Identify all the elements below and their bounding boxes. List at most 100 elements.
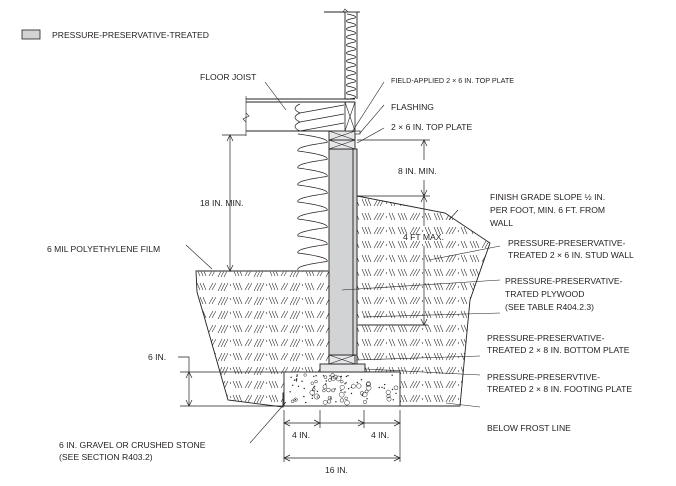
label-top-plate: 2 × 6 IN. TOP PLATE	[391, 122, 473, 132]
dim-4ft	[420, 195, 428, 326]
gravel-pebble	[386, 396, 392, 402]
label-stud-wall-2: TREATED 2 × 6 IN. STUD WALL	[508, 250, 634, 260]
gravel-pebble	[366, 381, 371, 386]
gravel-pebble	[303, 395, 305, 398]
field-applied-top-plate	[328, 130, 356, 141]
gravel-pebble	[386, 394, 391, 399]
gravel-pebble	[316, 395, 320, 399]
gravel-pebble	[325, 380, 327, 382]
gravel-pebble	[392, 399, 395, 401]
gravel-pebble	[365, 382, 371, 387]
gravel-pebble	[350, 386, 353, 389]
label-finish-grade-2: PER FOOT, MIN. 6 FT. FROM	[490, 205, 605, 215]
label-plywood-3: (SEE TABLE R404.2.3)	[505, 302, 594, 312]
gravel-pebble	[395, 392, 397, 395]
gravel-pebble	[322, 375, 325, 377]
gravel-pebble	[322, 388, 326, 393]
gravel-pebble	[297, 385, 300, 387]
gravel-pebble	[356, 381, 358, 384]
label-footing-plate-2: TREATED 2 × 8 IN. FOOTING PLATE	[487, 384, 632, 394]
gravel-pebble	[315, 375, 317, 377]
gravel-pebble	[322, 384, 328, 389]
label-floor-joist: FLOOR JOIST	[200, 72, 257, 82]
flashing	[354, 130, 361, 135]
gravel-pebble	[350, 392, 353, 395]
dim-4in-right-label: 4 IN.	[371, 430, 389, 440]
gravel-pebble	[345, 382, 347, 384]
gravel-pebble	[295, 378, 298, 380]
gravel-pebble	[314, 379, 318, 384]
gravel-pebble	[391, 374, 393, 376]
gravel-pebble	[366, 398, 368, 400]
label-finish-grade-3: WALL	[490, 218, 513, 228]
gravel-pebble	[356, 383, 362, 389]
gravel-pebble	[296, 375, 298, 377]
gravel-pebble	[339, 398, 344, 403]
plywood-sheathing	[352, 148, 358, 356]
gravel-pebble	[344, 383, 346, 385]
dim-16in-label: 16 IN.	[325, 465, 348, 475]
stud-wall	[328, 148, 356, 356]
gravel-pebble	[347, 375, 349, 377]
gravel-pebble	[313, 393, 320, 400]
dim-6in	[178, 356, 193, 407]
gravel-pebble	[344, 396, 348, 400]
gravel-pebble	[340, 376, 342, 378]
gravel-pebble	[344, 391, 346, 393]
gravel-pebble	[360, 379, 363, 381]
label-plywood-2: TRATED PLYWOOD	[505, 289, 584, 299]
gravel-pebble	[339, 384, 345, 390]
legend-swatch	[21, 29, 41, 40]
gravel-pebble	[331, 388, 335, 393]
gravel-pebble	[303, 387, 305, 390]
gravel-pebble	[313, 375, 315, 378]
gravel-pebble	[295, 380, 298, 382]
gravel-pebble	[290, 399, 295, 403]
legend-label: PRESSURE-PRESERVATIVE-TREATED	[52, 30, 209, 40]
gravel-pebble	[334, 388, 336, 390]
gravel-pebble	[338, 391, 345, 398]
label-gravel-2: (SEE SECTION R403.2)	[59, 452, 153, 462]
gravel-pebble	[378, 386, 380, 389]
gravel-pebble	[347, 387, 350, 390]
label-plywood-1: PRESSURE-PRESERVATIVE-	[505, 276, 623, 286]
gravel-pebble	[311, 397, 313, 399]
gravel-pebble	[384, 383, 386, 386]
gravel-pebble	[393, 385, 399, 391]
dim-6in-label: 6 IN.	[148, 352, 166, 362]
gravel-pebble	[365, 385, 372, 391]
dim-8in-label: 8 IN. MIN.	[398, 166, 437, 176]
gravel-pebble	[323, 375, 328, 379]
gravel-pebble	[335, 375, 342, 382]
gravel-pebble	[391, 388, 394, 391]
label-footing-plate-1: PRESSURE-PRESERVTIVE-	[487, 372, 600, 382]
footing-plate	[319, 363, 366, 373]
label-gravel-1: 6 IN. GRAVEL OR CRUSHED STONE	[59, 440, 206, 450]
gravel-pebble	[294, 399, 297, 401]
dim-18in	[222, 134, 246, 272]
gravel-pebble	[359, 391, 364, 396]
gravel-bed	[283, 371, 401, 407]
leader-lines	[185, 81, 501, 444]
gravel-pebble	[305, 401, 307, 404]
gravel-pebble	[333, 374, 338, 380]
gravel-pebble	[328, 378, 332, 382]
label-flashing: FLASHING	[391, 102, 434, 112]
gravel-pebble	[313, 386, 315, 389]
label-below-frost: BELOW FROST LINE	[487, 423, 571, 433]
gravel-pebble	[301, 380, 303, 382]
gravel-pebble	[310, 381, 314, 385]
gravel-pebble	[340, 379, 344, 384]
gravel-pebble	[290, 376, 292, 378]
gravel-pebble	[326, 387, 331, 393]
gravel-pebble	[364, 389, 369, 394]
gravel-pebble	[322, 400, 328, 405]
gravel-pebble	[363, 399, 367, 404]
floor-joist	[242, 96, 355, 136]
bottom-plate	[328, 354, 356, 365]
label-bottom-plate-1: PRESSURE-PRESERVATIVE-	[487, 333, 605, 343]
gravel-pebble	[340, 390, 342, 392]
label-poly-film: 6 MIL POLYETHYLENE FILM	[47, 244, 160, 254]
wall-insulation	[297, 133, 328, 271]
